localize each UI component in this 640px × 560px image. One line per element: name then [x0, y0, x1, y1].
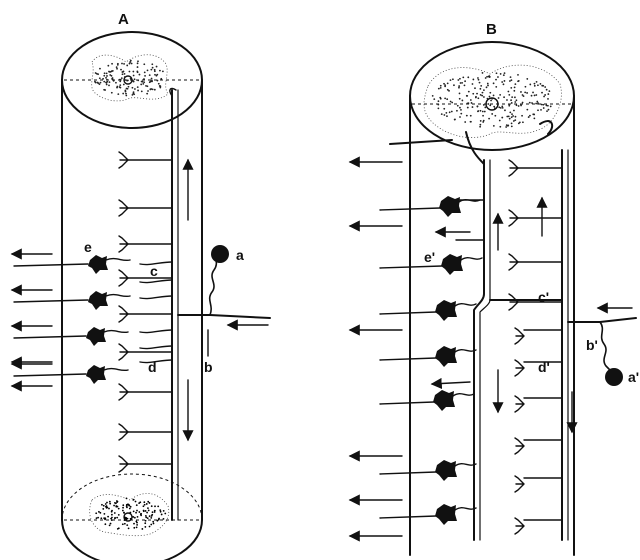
motor-neuron-a — [12, 254, 130, 274]
motor-neuron-b — [380, 460, 476, 481]
crossing-neuron-b — [390, 121, 552, 164]
grey-matter-bottom-a — [90, 493, 169, 535]
grey-matter-top-a — [92, 55, 168, 101]
diagram-a: A — [12, 11, 270, 560]
collateral-b — [515, 396, 562, 412]
label-a: a — [236, 247, 244, 263]
ganglion-cell-a — [211, 245, 229, 263]
collateral-b — [515, 518, 562, 534]
collateral-b — [509, 210, 562, 226]
label-d: d — [148, 359, 157, 375]
collaterals-b — [456, 160, 562, 534]
dorsal-root-a — [178, 245, 270, 356]
collateral-a — [119, 152, 172, 168]
motor-neuron-a — [12, 364, 128, 384]
label-a-prime: a' — [628, 369, 639, 385]
motor-neuron-b — [380, 300, 476, 321]
cord-segment-a — [62, 32, 202, 560]
collateral-a — [119, 424, 172, 440]
collateral-b — [509, 254, 562, 270]
panel-a-label: A — [118, 11, 129, 28]
tracts-b — [474, 150, 572, 540]
collateral-a — [119, 306, 172, 322]
label-c: c — [150, 263, 158, 279]
motor-neuron-a — [12, 290, 130, 310]
motor-neuron-b — [380, 196, 480, 217]
internal-arrow-b — [432, 382, 470, 384]
collateral-b — [509, 160, 562, 176]
collateral-a — [119, 270, 172, 286]
motor-neuron-b — [380, 390, 474, 411]
collateral-a — [119, 456, 172, 472]
label-c-prime: c' — [538, 289, 549, 305]
collateral-a — [119, 200, 172, 216]
diagram-b: B — [350, 21, 639, 555]
collaterals-a — [119, 152, 172, 472]
dorsal-root-b — [568, 308, 636, 386]
collateral-b — [515, 328, 562, 344]
motor-neurons-a — [12, 254, 130, 386]
label-e: e — [84, 239, 92, 255]
collateral-a — [119, 236, 172, 252]
collateral-b — [515, 476, 562, 492]
label-b-prime: b' — [586, 337, 598, 353]
label-e-prime: e' — [424, 249, 435, 265]
panel-b-label: B — [486, 21, 497, 38]
motor-neuron-b — [380, 504, 476, 525]
grey-matter-top-b — [424, 65, 561, 137]
collateral-b — [515, 438, 562, 454]
motor-neuron-b — [380, 346, 476, 367]
ganglion-cell-b — [605, 368, 623, 386]
motor-neurons-b — [350, 162, 482, 536]
label-d-prime: d' — [538, 359, 550, 375]
label-b: b — [204, 359, 213, 375]
motor-neuron-a — [12, 326, 128, 346]
collateral-b — [509, 294, 562, 310]
collateral-a — [119, 384, 172, 400]
tract-a — [170, 88, 188, 520]
